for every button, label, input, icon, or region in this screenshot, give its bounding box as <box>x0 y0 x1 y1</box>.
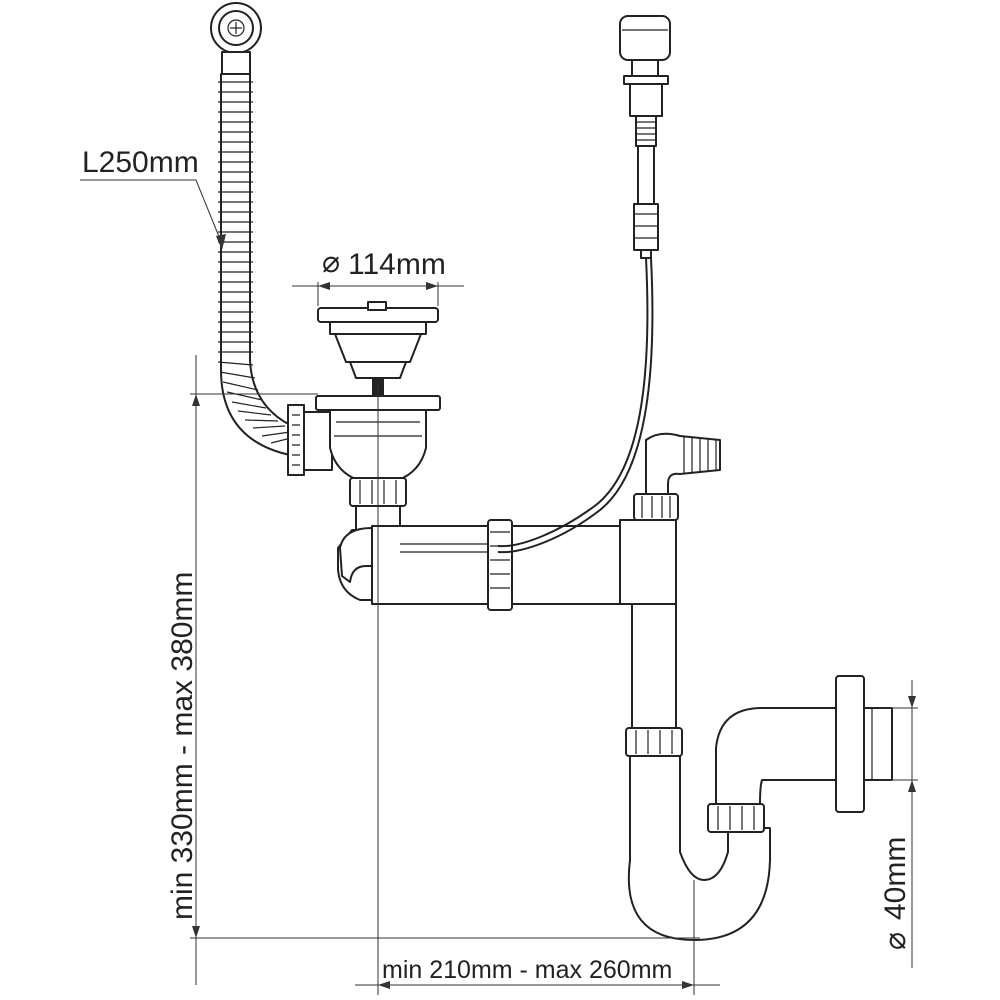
strainer-diameter-symbol: ⌀ <box>322 246 340 279</box>
remote-control-cable <box>497 257 649 548</box>
hose-length-label: L250mm <box>82 146 199 179</box>
height-range-label: min 330mm - max 380mm <box>166 572 199 920</box>
trap-vertical-pipe <box>619 432 893 941</box>
remote-control-knob <box>619 15 671 259</box>
height-dimension <box>190 355 700 985</box>
elbow-and-horizontal-pipe <box>337 519 623 611</box>
hose-corrugations <box>217 81 292 444</box>
overflow-cap-icon <box>210 2 262 75</box>
width-dimension <box>355 382 720 995</box>
outlet-diameter-label: 40mm <box>879 837 912 920</box>
outlet-diameter-symbol: ⌀ <box>879 932 912 950</box>
hose-length-dimension <box>80 179 226 250</box>
strainer-diameter-dimension <box>292 282 464 306</box>
width-range-label: min 210mm - max 260mm <box>382 956 672 984</box>
corrugated-hose <box>220 73 291 456</box>
strainer-diameter-label: 114mm <box>348 248 446 281</box>
outlet-diameter-dimension <box>880 680 918 968</box>
overflow-hose <box>210 2 333 476</box>
overflow-connector <box>287 404 333 476</box>
